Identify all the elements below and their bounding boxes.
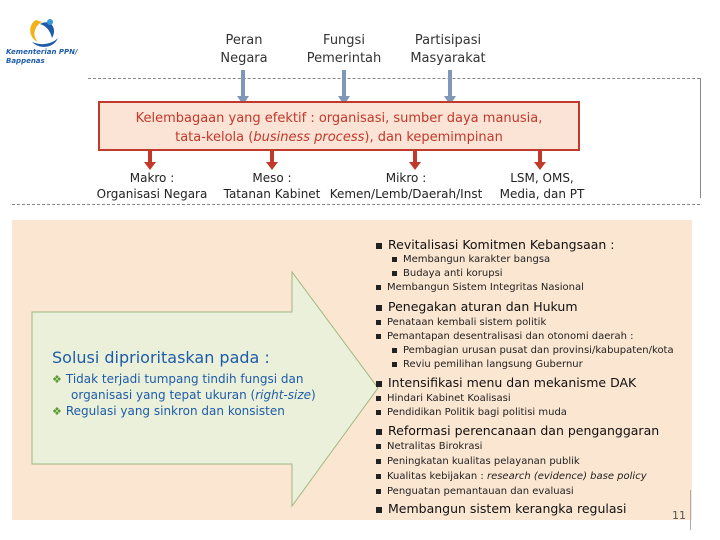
list-penegakan: Penegakan aturan dan Hukum (376, 299, 578, 314)
central-box: Kelembagaan yang efektif : organisasi, s… (98, 101, 580, 151)
bullet-square-icon (376, 473, 381, 479)
list-reformasi: Reformasi perencanaan dan penganggaran (376, 423, 659, 438)
list-int-item2: Pendidikan Politik bagi politisi muda (376, 407, 567, 418)
list-ref-item4: Penguatan pemantauan dan evaluasi (376, 486, 574, 497)
bullet-square-icon (392, 256, 397, 262)
list-membangun: Membangun sistem kerangka regulasi (376, 501, 626, 516)
category-lsm: LSM, OMS,Media, dan PT (499, 171, 585, 201)
bullet-square-icon (376, 428, 382, 435)
list-rev-sub1: Membangun karakter bangsa (392, 254, 550, 265)
right-border-line (700, 78, 701, 198)
bullet-square-icon (392, 270, 397, 276)
list-intensifikasi: Intensifikasi menu dan mekanisme DAK (376, 375, 636, 390)
bullet-square-icon (392, 347, 397, 353)
category-makro: Makro :Organisasi Negara (96, 171, 208, 201)
bullet-square-icon (376, 319, 381, 325)
bullet-square-icon (376, 333, 381, 339)
bullet-square-icon (392, 361, 397, 367)
list-rev-item2: Membangun Sistem Integritas Nasional (376, 282, 584, 293)
list-rev-sub2: Budaya anti korupsi (392, 268, 503, 279)
list-pen-item2: Pemantapan desentralisasi dan otonomi da… (376, 331, 634, 342)
list-ref-item1: Netralitas Birokrasi (376, 441, 482, 452)
bullet-square-icon (376, 304, 382, 311)
bullet-square-icon (376, 443, 381, 449)
bullet-diamond-icon: ❖ (52, 373, 62, 386)
logo-text: Kementerian PPN/ Bappenas (6, 48, 78, 65)
category-mikro: Mikro :Kemen/Lemb/Daerah/Inst (329, 171, 483, 201)
middle-separator (12, 204, 700, 205)
bullet-square-icon (376, 488, 381, 494)
list-pen-sub1: Pembagian urusan pusat dan provinsi/kabu… (392, 345, 674, 356)
bullet-square-icon (376, 284, 381, 290)
footer-line (690, 490, 691, 530)
bappenas-logo (30, 19, 58, 47)
solusi-title: Solusi diprioritaskan pada : (52, 348, 270, 367)
list-pen-item1: Penataan kembali sistem politik (376, 317, 546, 328)
solusi-item-1-cont: organisasi yang tepat ukuran (right-size… (71, 388, 316, 402)
bullet-square-icon (376, 409, 381, 415)
list-ref-item2: Peningkatan kualitas pelayanan publik (376, 456, 580, 467)
list-int-item1: Hindari Kabinet Koalisasi (376, 393, 511, 404)
bullet-square-icon (376, 395, 381, 401)
solusi-item-2: ❖Regulasi yang sinkron dan konsisten (52, 404, 285, 418)
bullet-square-icon (376, 242, 382, 249)
page-number: 11 (672, 509, 686, 522)
bullet-square-icon (376, 506, 382, 513)
category-meso: Meso :Tatanan Kabinet (223, 171, 321, 201)
list-revitalisasi: Revitalisasi Komitmen Kebangsaan : (376, 237, 615, 252)
big-right-arrow (31, 270, 379, 508)
bullet-square-icon (376, 458, 381, 464)
bullet-square-icon (376, 380, 382, 387)
list-ref-item3: Kualitas kebijakan : research (evidence)… (376, 471, 647, 482)
bullet-diamond-icon: ❖ (52, 405, 62, 418)
solusi-item-1: ❖Tidak terjadi tumpang tindih fungsi dan (52, 372, 304, 386)
top-separator (88, 78, 700, 79)
list-pen-sub2: Reviu pemilihan langsung Gubernur (392, 359, 583, 370)
